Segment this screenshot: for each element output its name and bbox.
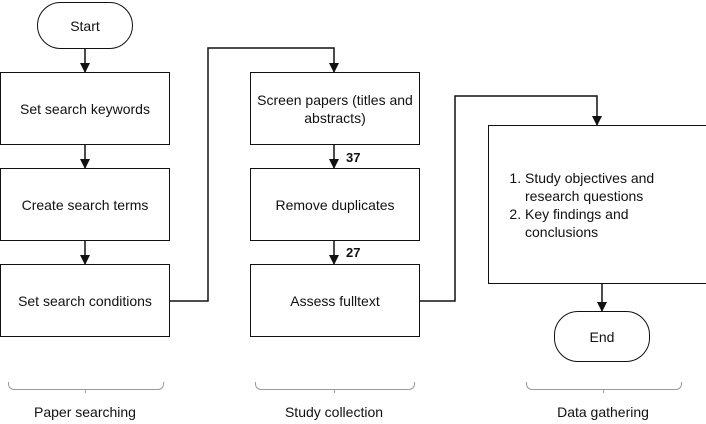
arrow-fulltext-to-gathering [420,95,602,302]
study-collection-brace-tip [334,389,335,393]
count-after-duplicates: 27 [346,245,361,260]
data-gathering-item: Study objectives and research questions [525,169,695,205]
set-search-keywords-step: Set search keywords [0,72,170,145]
remove-duplicates-step: Remove duplicates [250,168,420,241]
paper-searching-brace [8,382,164,390]
study-collection-brace [255,382,415,390]
screen-papers-label: Screen papers (titles and abstracts) [257,91,413,126]
count-after-screening: 37 [346,150,361,165]
data-gathering-brace-tip [603,389,604,393]
set-search-keywords-label: Set search keywords [20,100,150,117]
start-terminal: Start [37,2,133,49]
end-terminal: End [554,311,650,362]
screen-papers-step: Screen papers (titles and abstracts) [250,72,420,145]
data-gathering-brace [526,382,682,390]
remove-duplicates-label: Remove duplicates [275,196,395,213]
data-gathering-list: Study objectives and research questions … [501,169,695,241]
paper-searching-label: Paper searching [34,404,136,420]
study-collection-label: Study collection [284,404,384,420]
set-search-conditions-step: Set search conditions [0,264,170,337]
end-label: End [589,328,615,345]
assess-fulltext-step: Assess fulltext [250,264,420,337]
create-search-terms-label: Create search terms [21,196,149,213]
data-gathering-item: Key findings and conclusions [525,205,695,241]
create-search-terms-step: Create search terms [0,168,170,241]
assess-fulltext-label: Assess fulltext [290,292,380,309]
start-label: Start [70,17,100,34]
data-gathering-step: Study objectives and research questions … [488,125,706,284]
paper-searching-brace-tip [85,389,86,393]
set-search-conditions-label: Set search conditions [18,292,152,309]
arrow-conditions-to-screen [170,47,339,302]
data-gathering-label: Data gathering [557,404,649,420]
